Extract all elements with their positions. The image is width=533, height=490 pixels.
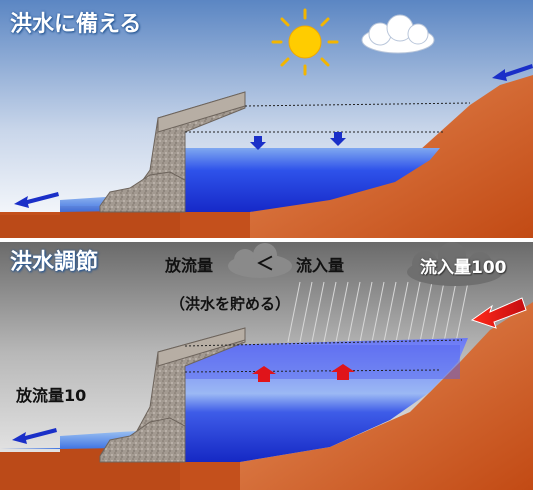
normal-level-line <box>184 369 441 373</box>
outflow-value-label: 放流量10 <box>16 386 87 405</box>
inflow-arrow-icon <box>492 64 533 81</box>
water-rising-arrows <box>252 364 355 382</box>
dark-cloud-left-icon <box>228 243 292 278</box>
downstream-ground <box>0 206 180 238</box>
large-inflow-arrow-icon <box>470 297 527 329</box>
outflow-label: 放流量 <box>165 256 214 275</box>
hillside <box>240 302 533 490</box>
prepare-for-flood-panel <box>0 0 533 238</box>
flood-level-line <box>244 102 471 107</box>
rain <box>287 281 469 343</box>
reservoir-water <box>185 148 440 212</box>
reservoir-water <box>185 338 468 462</box>
dam <box>99 327 246 463</box>
inflow-value-label: 流入量100 <box>420 258 507 278</box>
outflow-arrow-icon <box>12 428 57 444</box>
top-panel-title: 洪水に備える <box>10 12 142 37</box>
sun-icon <box>271 8 339 76</box>
inflow-label: 流入量 <box>296 256 345 275</box>
storing-note: （洪水を貯める） <box>170 295 291 313</box>
less-than-sign: ＜ <box>256 254 274 275</box>
stored-flood-water <box>185 345 460 379</box>
flood-control-panel <box>0 242 533 490</box>
cloud-icon <box>361 14 435 54</box>
outflow-arrow-icon <box>14 192 59 208</box>
dam <box>99 91 246 213</box>
bottom-panel-title: 洪水調節 <box>10 250 99 275</box>
water-lowering-arrows <box>250 132 346 150</box>
dark-cloud-right-icon <box>407 242 503 286</box>
